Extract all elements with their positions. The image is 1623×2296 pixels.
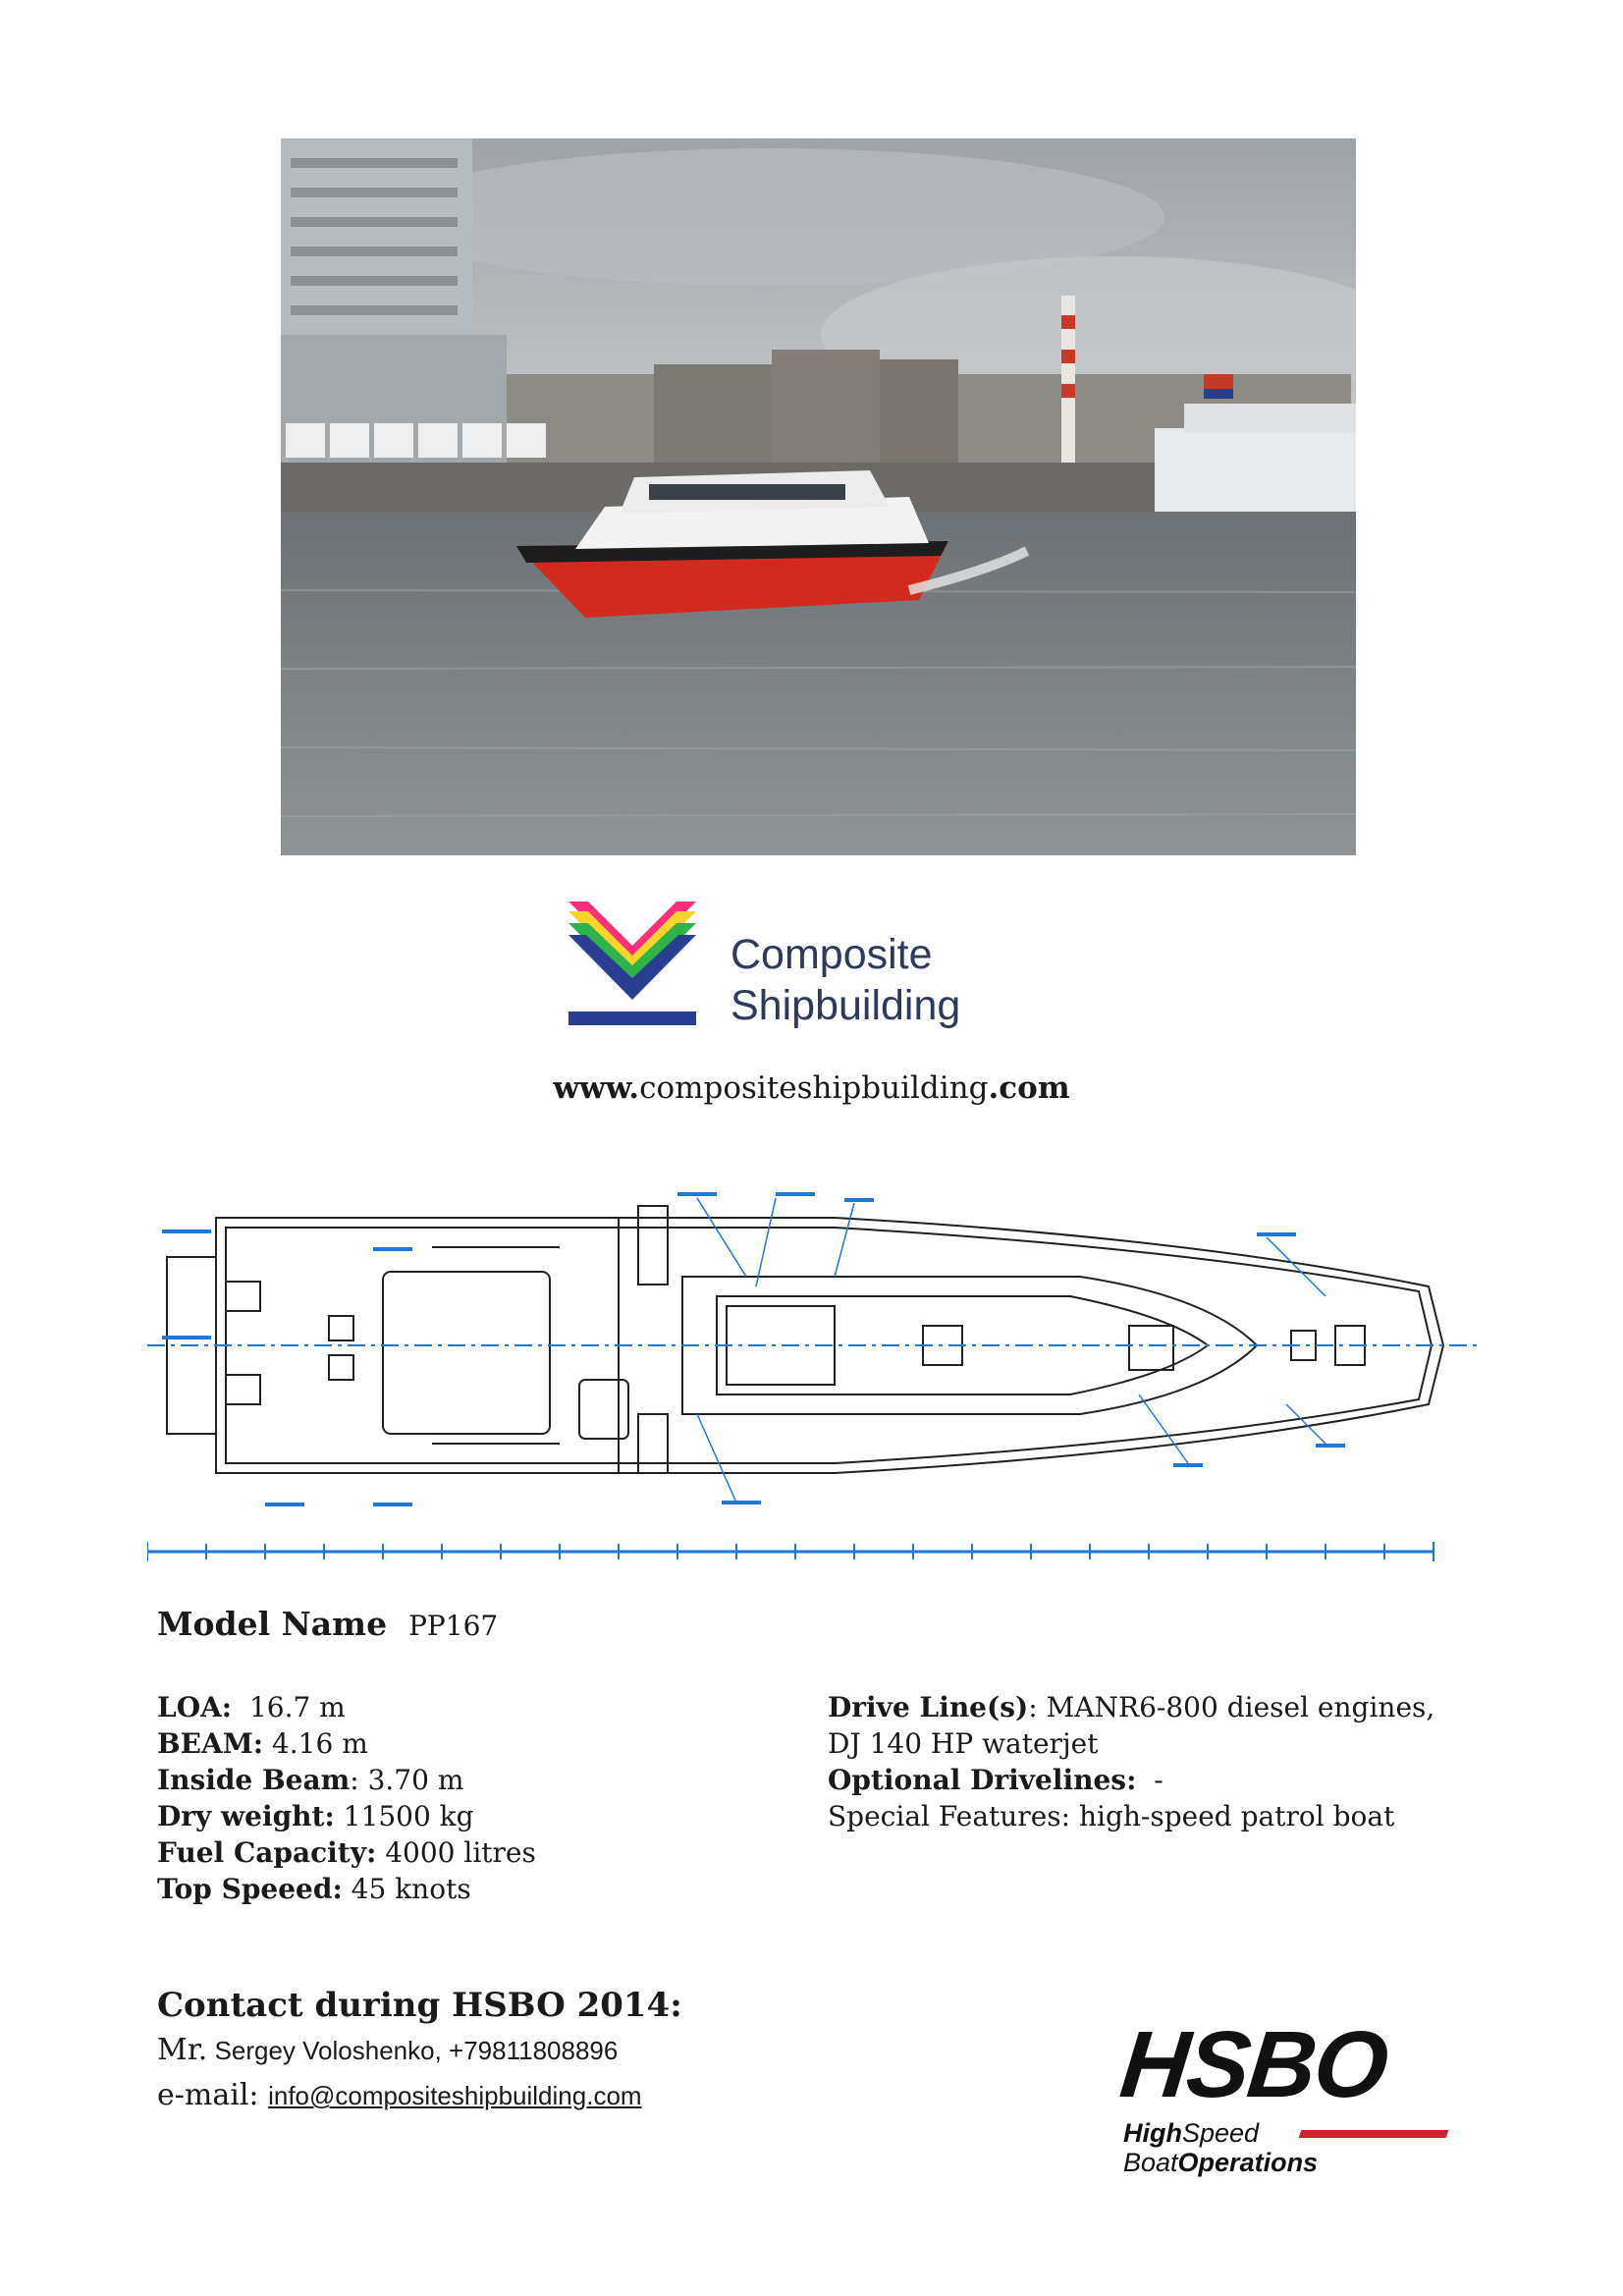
spec-label: Optional Drivelines: [828,1764,1137,1796]
contact-person: Mr. Sergey Voloshenko, +79811808896 [157,2033,618,2067]
spec-value: 45 knots [342,1873,471,1905]
spec-fuel-capacity: Fuel Capacity: 4000 litres [157,1834,536,1871]
spec-value: : MANR6-800 diesel engines, [1028,1691,1435,1723]
model-name-value: PP167 [408,1610,499,1642]
contact-name: Sergey Voloshenko, +79811808896 [207,2036,619,2065]
spec-label: BEAM: [157,1727,264,1760]
spec-label: LOA: [157,1691,233,1723]
spec-label: Inside Beam [157,1764,351,1796]
spec-dry-weight: Dry weight: 11500 kg [157,1798,536,1834]
hsbo-tagline-2: BoatOperations [1123,2148,1318,2178]
hsbo-speed: Speed [1182,2118,1260,2148]
boat-photo [281,138,1356,855]
spec-label: Drive Line(s) [828,1691,1029,1723]
composite-shipbuilding-logo: Composite Shipbuilding [568,902,1001,1041]
spec-drive-line: Drive Line(s): MANR6-800 diesel engines, [828,1689,1434,1725]
hsbo-wordmark: HSBO [1115,2012,1392,2117]
contact-email: e-mail: info@compositeshipbuilding.com [157,2078,642,2112]
spec-inside-beam: Inside Beam: 3.70 m [157,1762,536,1798]
email-link[interactable]: info@compositeshipbuilding.com [268,2081,642,2110]
spec-label: Dry weight: [157,1800,335,1832]
specs-right: Drive Line(s): MANR6-800 diesel engines,… [828,1689,1434,1834]
hsbo-high: High [1123,2118,1182,2148]
spec-value: 16.7 m [232,1691,346,1723]
hsbo-logo: HSBO HighSpeed BoatOperations [1115,2012,1449,2185]
spec-beam: BEAM: 4.16 m [157,1725,536,1762]
contact-mr: Mr. [157,2033,208,2067]
spec-value: : 3.70 m [350,1764,464,1796]
website-domain: compositeshipbuilding [639,1070,989,1106]
spec-value: 4.16 m [263,1727,368,1760]
spec-top-speed: Top Speeed: 45 knots [157,1871,536,1907]
spec-special-features: Special Features: high-speed patrol boat [828,1800,1395,1832]
hsbo-operations: Operations [1177,2148,1319,2177]
hsbo-boat: Boat [1123,2148,1178,2177]
spec-value: - [1136,1764,1163,1796]
spec-drive-line-2: DJ 140 HP waterjet [828,1727,1099,1760]
spec-optional-drivelines: Optional Drivelines: - [828,1762,1434,1798]
deck-plan-icon [147,1192,1483,1561]
model-name-label: Model Name [157,1605,388,1643]
contact-title: Contact during HSBO 2014: [157,1986,682,2025]
website-link[interactable]: www.compositeshipbuilding.com [0,1070,1623,1106]
deck-plan-drawing [147,1178,1483,1571]
model-name: Model Name PP167 [157,1605,498,1643]
spec-label: Top Speeed: [157,1873,343,1905]
website-prefix: www. [553,1070,640,1106]
specs-left: LOA: 16.7 m BEAM: 4.16 m Inside Beam: 3.… [157,1689,536,1907]
spec-value: 11500 kg [334,1800,474,1832]
hsbo-tagline-1: HighSpeed [1123,2118,1259,2149]
email-label: e-mail: [157,2078,259,2112]
logo-line-2: Shipbuilding [730,982,961,1029]
boat-photo-icon [281,138,1356,855]
spec-loa: LOA: 16.7 m [157,1689,536,1725]
website-suffix: .com [988,1070,1070,1106]
hsbo-red-stripe [1298,2130,1449,2138]
chevron-logo-icon [568,902,696,1025]
spec-label: Fuel Capacity: [157,1836,377,1869]
logo-text: Composite Shipbuilding [730,929,960,1031]
spec-value: 4000 litres [376,1836,536,1869]
logo-line-1: Composite [730,931,933,978]
